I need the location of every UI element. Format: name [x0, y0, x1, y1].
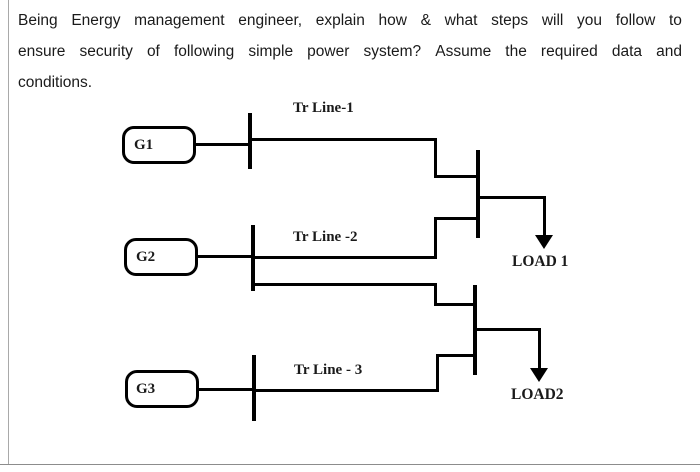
load-2-label: LOAD2: [511, 386, 564, 403]
question-word: simple: [248, 43, 294, 60]
tr-line-3-conductor: [254, 389, 439, 392]
generator-g1-label: G1: [134, 137, 154, 153]
load-1-arrow-icon: [535, 235, 553, 249]
tr-line-3-label: Tr Line - 3: [294, 362, 363, 378]
tr-line-3-tie: [436, 354, 476, 357]
question-text: Being Energy management engineer, explai…: [18, 5, 682, 98]
question-word: you: [577, 12, 603, 29]
question-line-2: ensure security of following simple powe…: [18, 36, 682, 67]
question-word: the: [505, 43, 527, 60]
load-2-arrow-icon: [530, 368, 548, 382]
question-word: explain: [315, 12, 365, 29]
question-word: power: [307, 43, 350, 60]
question-word: of: [146, 43, 160, 60]
page-bottom-rule: [0, 464, 700, 465]
question-word: ensure: [18, 43, 66, 60]
tr-line-1-tie: [434, 175, 479, 178]
question-word: how: [378, 12, 407, 29]
load-2-feeder-horizontal: [475, 328, 541, 331]
question-word: will: [541, 12, 564, 29]
question-word: management: [134, 12, 225, 29]
question-word: what: [444, 12, 478, 29]
generator-g3-label: G3: [136, 381, 156, 397]
bus-g1: [248, 113, 252, 169]
tr-line-1-label: Tr Line-1: [293, 100, 354, 116]
generator-g1-box: [122, 126, 196, 164]
generator-g1-lead: [196, 143, 251, 146]
tr-line-2-upper-tie: [434, 217, 479, 220]
question-word: Energy: [71, 12, 121, 29]
question-word: follow: [615, 12, 656, 29]
tr-line-2-lower-drop: [434, 283, 437, 306]
question-word: and: [656, 43, 682, 60]
question-word: engineer,: [238, 12, 303, 29]
tr-line-2-upper-riser: [434, 217, 437, 259]
question-word: system?: [363, 43, 422, 60]
tr-line-2-label: Tr Line -2: [293, 229, 358, 245]
tr-line-3-riser: [436, 354, 439, 392]
question-word: steps: [491, 12, 529, 29]
generator-g2-label: G2: [136, 249, 156, 265]
question-word: Assume: [435, 43, 492, 60]
bus-g3: [252, 355, 256, 421]
question-word: to: [669, 12, 682, 29]
tr-line-2-upper-conductor: [253, 256, 437, 259]
load-1-feeder-vertical: [543, 196, 546, 237]
tr-line-1-drop: [434, 138, 437, 178]
load-1-feeder-horizontal: [478, 196, 546, 199]
question-word: Being: [18, 12, 58, 29]
question-word: data: [611, 43, 643, 60]
question-word: following: [173, 43, 235, 60]
tr-line-2-lower-tie: [434, 303, 477, 306]
question-word: security: [79, 43, 133, 60]
question-word: &: [420, 12, 431, 29]
generator-g2-box: [124, 238, 198, 276]
question-word: required: [540, 43, 598, 60]
tr-line-1-conductor: [250, 138, 437, 141]
load-2-feeder-vertical: [538, 328, 541, 370]
tr-line-2-lower-conductor: [253, 283, 437, 286]
question-line-1: Being Energy management engineer, explai…: [18, 5, 682, 36]
generator-g2-lead: [198, 255, 254, 258]
generator-g3-box: [125, 370, 199, 408]
question-line-3: conditions.: [18, 74, 93, 91]
page-left-rule: [8, 0, 9, 464]
bus-load-1: [476, 150, 480, 238]
generator-g3-lead: [199, 388, 255, 391]
load-1-label: LOAD 1: [512, 253, 569, 270]
